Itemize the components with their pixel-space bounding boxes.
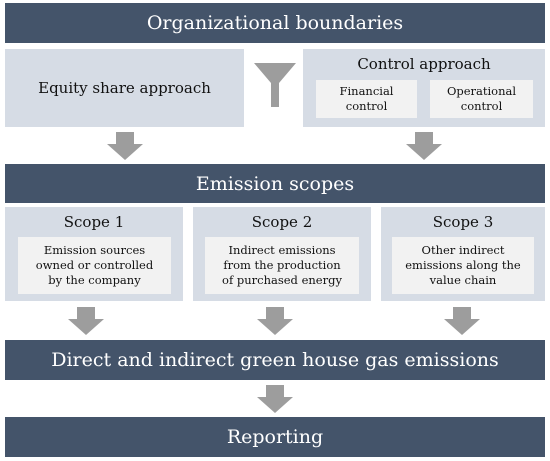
organizational-boundaries-band: Organizational boundaries (5, 3, 545, 43)
operational-control-line: control (460, 99, 503, 113)
financial-control-line: Financial (339, 84, 394, 98)
equity-share-panel: Equity share approach (5, 49, 244, 127)
arrow-down-icon (406, 132, 442, 160)
scope-3-desc-box: Other indirect emissions along the value… (392, 237, 534, 294)
scope-3-title: Scope 3 (432, 213, 494, 231)
scope-1-panel: Scope 1 Emission sources owned or contro… (5, 207, 183, 301)
scope-1-desc-line: by the company (48, 273, 141, 287)
arrow-down-icon (257, 307, 293, 335)
scope-3-desc-line: value chain (429, 273, 497, 287)
financial-control-line: control (345, 99, 388, 113)
scope-1-desc-line: Emission sources (43, 243, 146, 257)
control-approach-label: Control approach (357, 55, 491, 73)
scope-2-panel: Scope 2 Indirect emissions from the prod… (193, 207, 371, 301)
arrow-down-icon (68, 307, 104, 335)
organizational-boundaries-label: Organizational boundaries (146, 12, 404, 34)
scope-2-desc-line: of purchased energy (222, 273, 342, 287)
scope-2-title: Scope 2 (251, 213, 313, 231)
scope-2-desc-line: from the production (223, 258, 341, 272)
direct-indirect-emissions-band: Direct and indirect green house gas emis… (5, 340, 545, 380)
equity-share-label: Equity share approach (38, 79, 211, 97)
reporting-label: Reporting (226, 426, 324, 448)
arrow-down-icon (107, 132, 143, 160)
funnel-icon (254, 63, 296, 111)
scope-3-desc-line: emissions along the (405, 258, 521, 272)
emission-scopes-label: Emission scopes (195, 172, 355, 195)
direct-indirect-emissions-label: Direct and indirect green house gas emis… (51, 349, 499, 371)
scope-3-desc-line: Other indirect (421, 243, 505, 257)
financial-control-box: Financial control (316, 80, 417, 118)
scope-3-panel: Scope 3 Other indirect emissions along t… (381, 207, 545, 301)
emission-scopes-band: Emission scopes (5, 164, 545, 203)
scope-1-desc-line: owned or controlled (35, 258, 154, 272)
operational-control-box: Operational control (430, 80, 533, 118)
reporting-band: Reporting (5, 417, 545, 457)
scope-1-title: Scope 1 (63, 213, 125, 231)
scope-1-desc-box: Emission sources owned or controlled by … (18, 237, 171, 294)
scope-2-desc-line: Indirect emissions (228, 243, 336, 257)
scope-2-desc-box: Indirect emissions from the production o… (205, 237, 359, 294)
arrow-down-icon (257, 385, 293, 413)
operational-control-line: Operational (446, 84, 517, 98)
arrow-down-icon (444, 307, 480, 335)
control-approach-panel: Control approach Financial control Opera… (303, 49, 545, 127)
